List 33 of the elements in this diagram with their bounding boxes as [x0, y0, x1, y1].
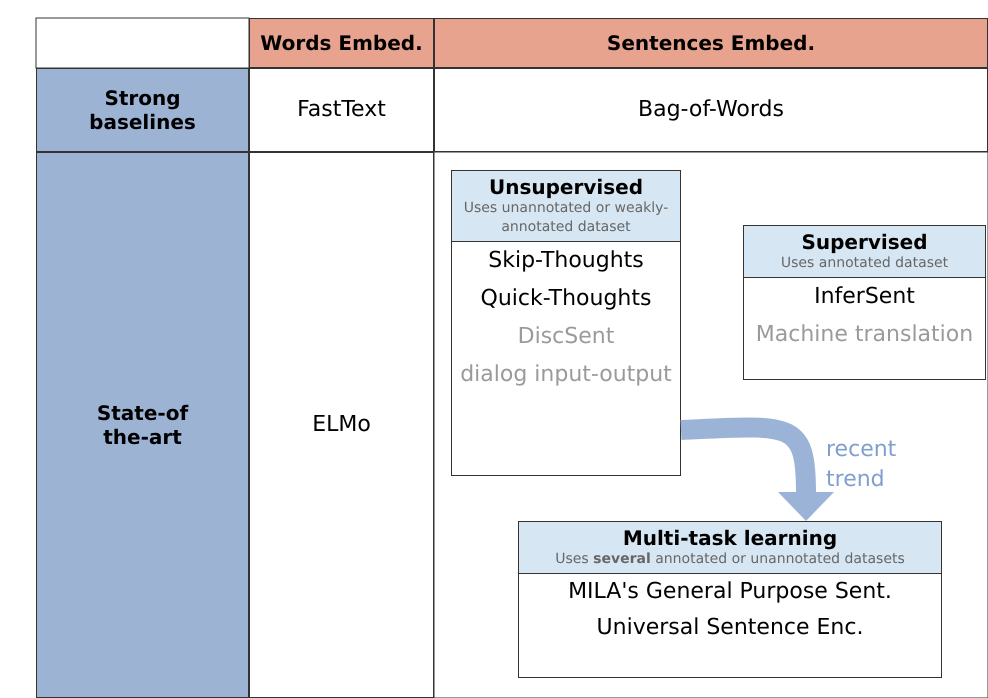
header-text: Strong baselines: [88, 86, 197, 134]
method-name: Skip-Thoughts: [488, 247, 644, 275]
method-name: Quick-Thoughts: [480, 285, 652, 313]
table-cell: [434, 68, 988, 152]
box-title: Unsupervised: [488, 175, 644, 199]
row-header: [36, 68, 249, 152]
cell-text: FastText: [297, 96, 386, 124]
method-box: [451, 170, 681, 476]
header-text: Words Embed.: [260, 31, 423, 55]
method-name: InferSent: [814, 283, 915, 311]
edge-label: recent trend: [826, 436, 898, 494]
box-subtitle: Uses several annotated or unannotated datasets: [554, 550, 906, 569]
method-box: [518, 521, 942, 678]
box-subtitle: Uses annotated dataset: [780, 254, 950, 273]
method-name: Universal Sentence Enc.: [596, 614, 864, 642]
table-cell: [249, 68, 434, 152]
row-header: [36, 152, 249, 698]
column-header: [434, 18, 988, 68]
box-title: Supervised: [801, 230, 928, 254]
header-text: State-of the-art: [96, 401, 190, 449]
method-name: Machine translation: [756, 321, 974, 349]
table-cell: [249, 152, 434, 698]
method-box: [743, 225, 986, 380]
method-name: MILA's General Purpose Sent.: [568, 578, 892, 606]
method-name: DiscSent: [518, 323, 614, 351]
column-header: [249, 18, 434, 68]
cell-text: Bag-of-Words: [638, 96, 784, 124]
method-name: dialog input-output: [460, 361, 672, 389]
box-title: Multi-task learning: [622, 526, 838, 550]
box-subtitle: Uses unannotated or weakly-annotated dataset: [462, 199, 670, 237]
cell-text: ELMo: [312, 411, 371, 439]
header-text: Sentences Embed.: [606, 31, 816, 55]
curved-arrow: [680, 417, 834, 521]
